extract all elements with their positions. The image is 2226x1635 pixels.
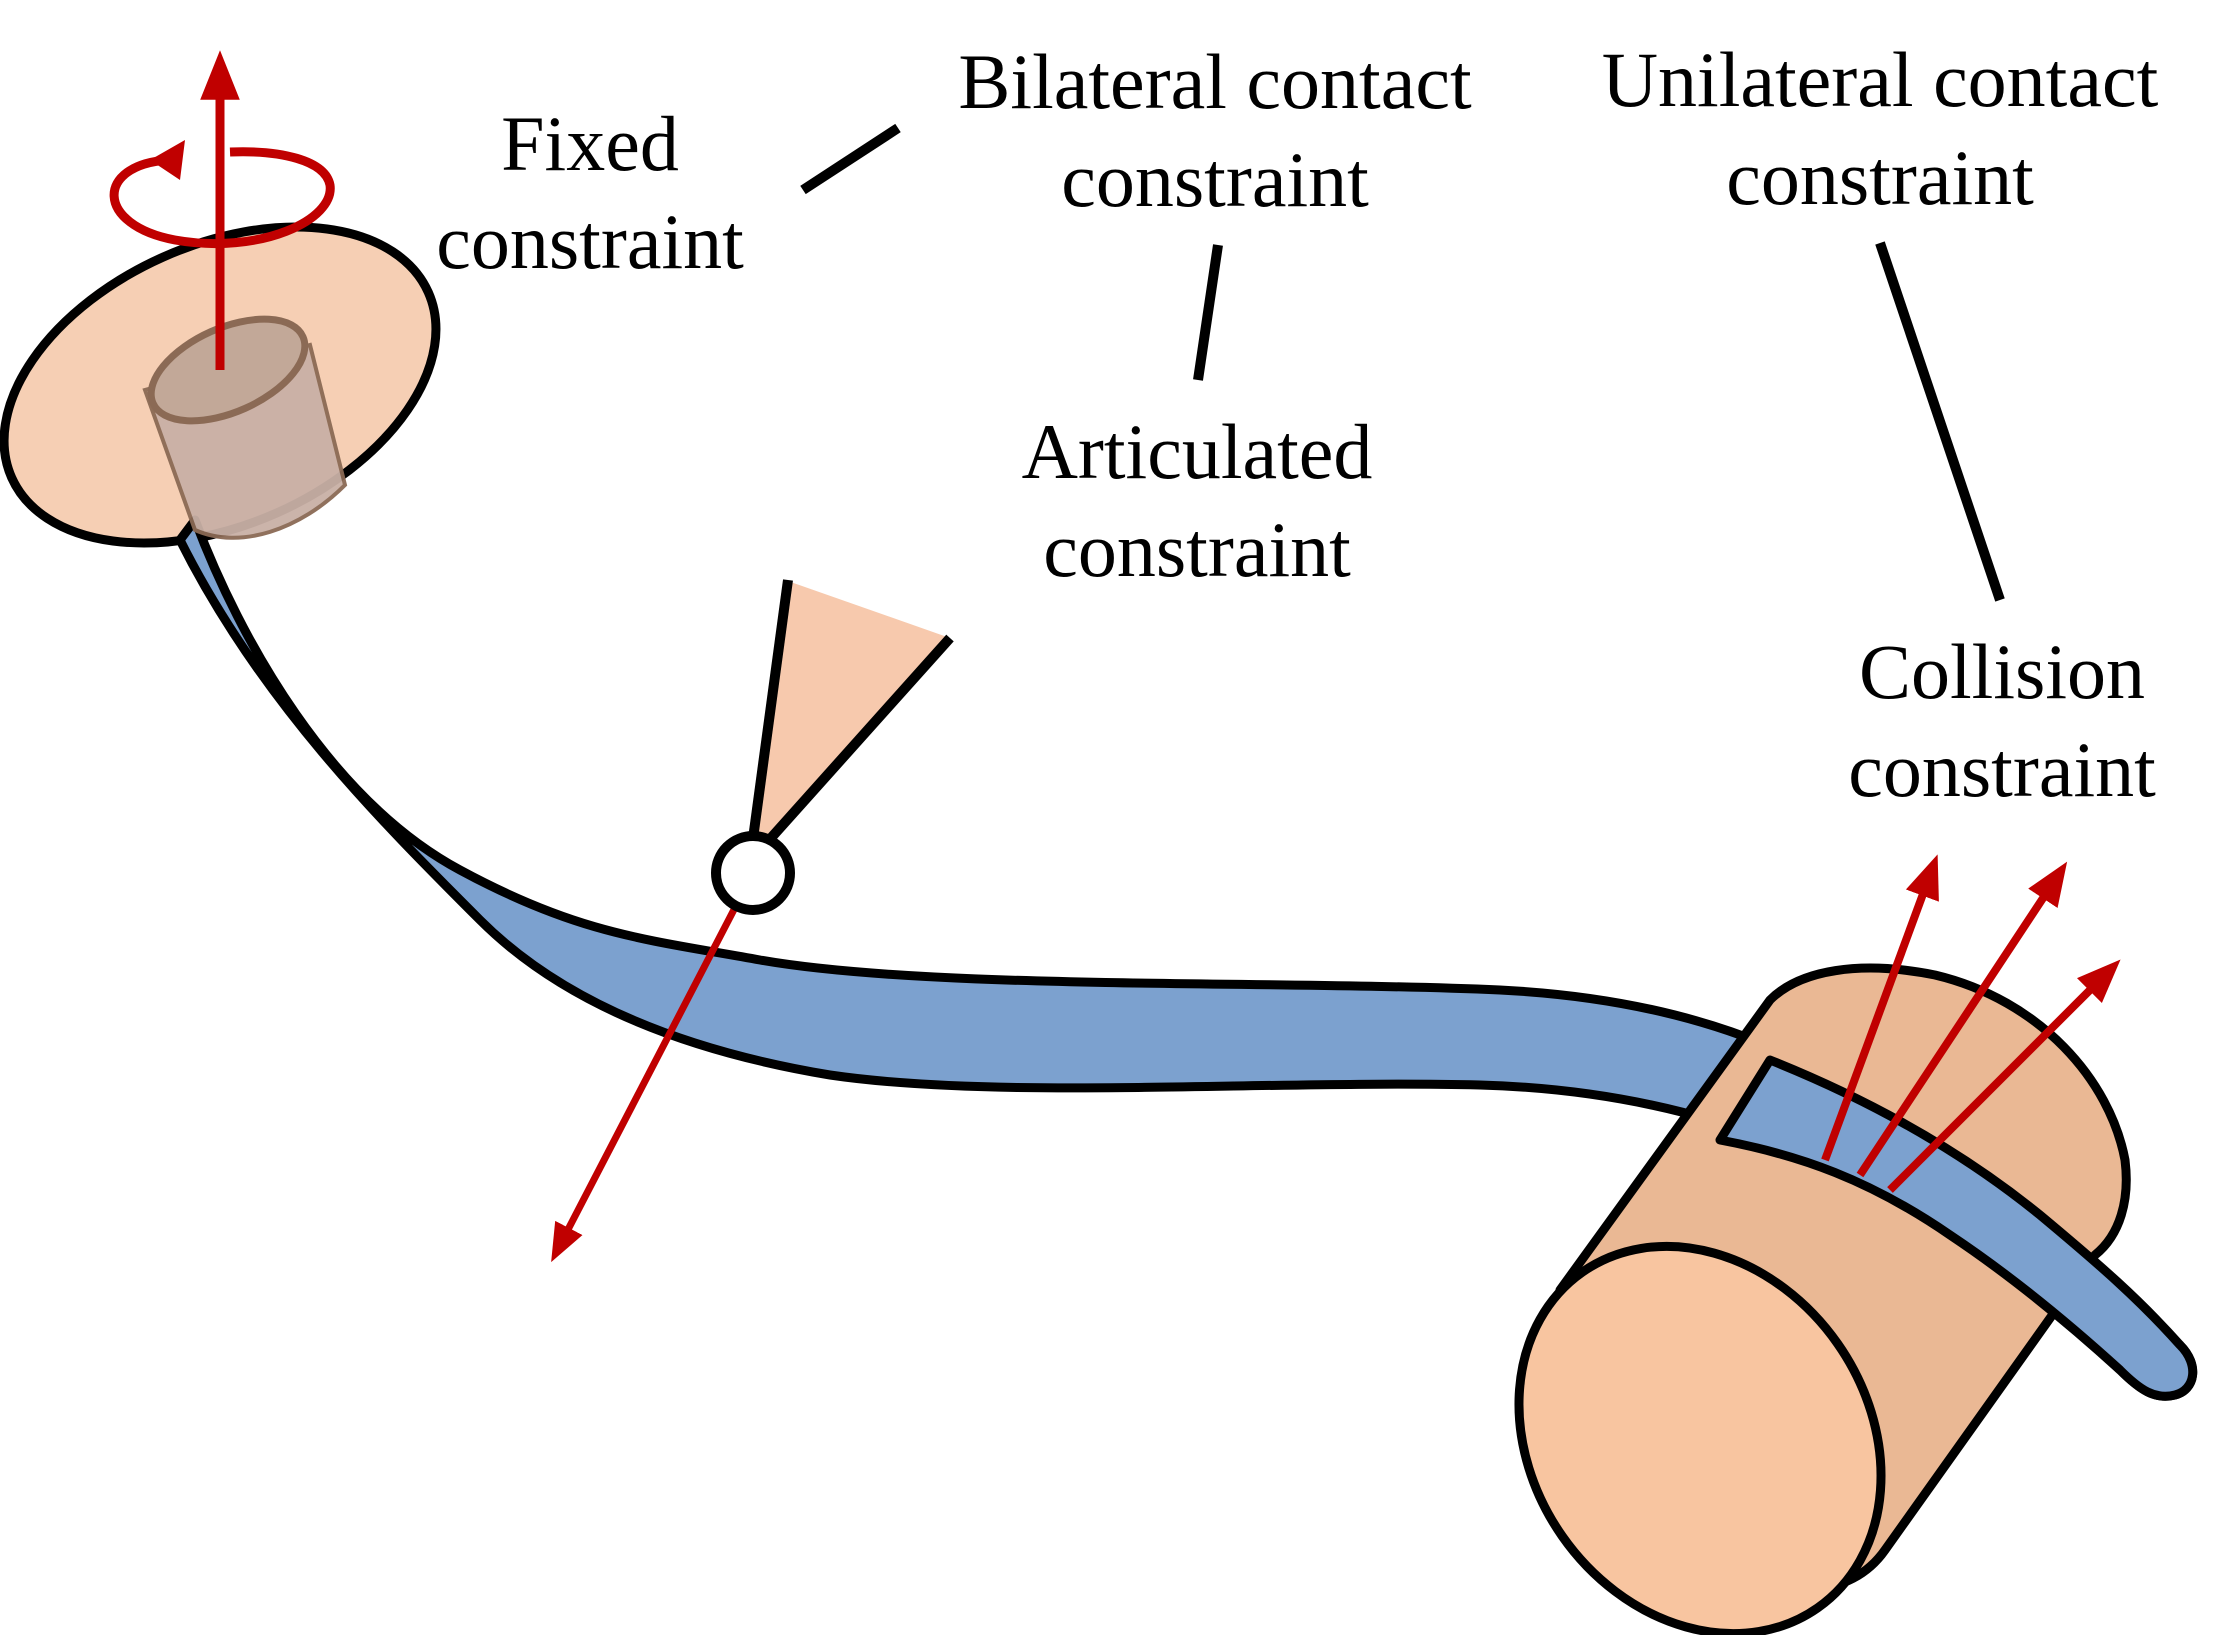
label-articulated-line1: Articulated <box>1022 408 1373 495</box>
label-unilateral-constraint: Unilateral contact constraint <box>1602 36 2159 221</box>
articulated-joint <box>551 579 954 1263</box>
label-fixed-constraint: Fixed constraint <box>436 100 744 285</box>
label-collision-constraint: Collision constraint <box>1848 628 2156 813</box>
label-bilateral-line1: Bilateral contact <box>958 38 1472 125</box>
label-fixed-line1: Fixed <box>501 100 679 187</box>
leader-lines <box>800 123 2005 602</box>
label-articulated-line2: constraint <box>1043 506 1351 593</box>
collision-arrows <box>1821 854 2121 1193</box>
label-bilateral-constraint: Bilateral contact constraint <box>958 38 1472 223</box>
collision-cylinder <box>1514 963 2198 1635</box>
label-collision-line1: Collision <box>1859 628 2145 715</box>
label-unilateral-line2: constraint <box>1726 134 2034 221</box>
fixed-constraint-arrows <box>109 50 335 370</box>
label-articulated-constraint: Articulated constraint <box>1022 408 1373 593</box>
label-fixed-line2: constraint <box>436 198 744 285</box>
label-bilateral-line2: constraint <box>1061 136 1369 223</box>
label-unilateral-line1: Unilateral contact <box>1602 36 2159 123</box>
rod-insert <box>142 315 348 540</box>
label-collision-line2: constraint <box>1848 726 2156 813</box>
